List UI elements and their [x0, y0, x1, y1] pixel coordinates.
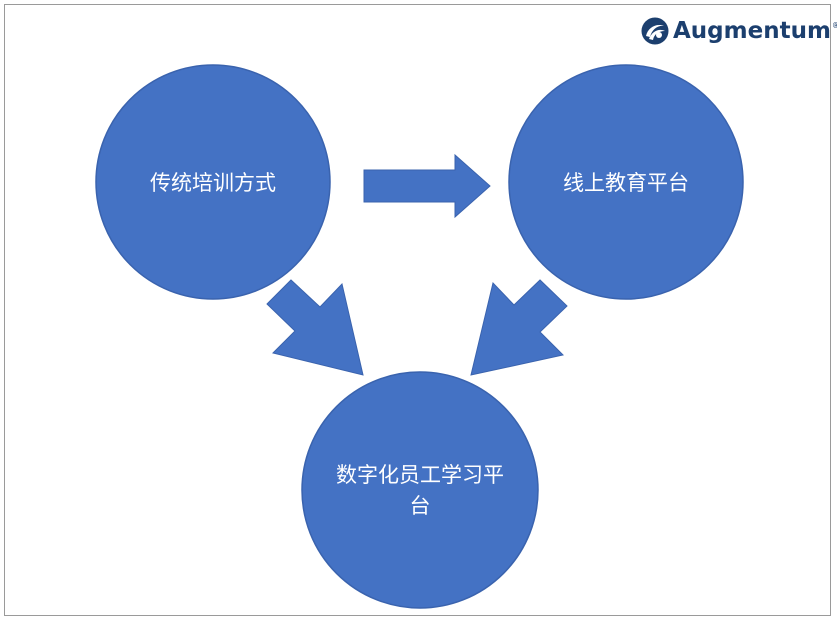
- label-traditional-training: 传统培训方式: [150, 171, 276, 195]
- node-traditional-training: [95, 64, 331, 300]
- registered-mark: ®: [831, 20, 837, 30]
- brand-logo: Augmentum ®: [640, 14, 837, 48]
- label-digital-employee-learning-platform: 数字化员工学习平台: [336, 463, 504, 518]
- arrow-traditional-to-online: [363, 153, 491, 219]
- node-digital-employee-learning-platform: [301, 371, 539, 609]
- arrow-online-to-digital: [470, 279, 568, 376]
- brand-name: Augmentum: [673, 18, 831, 44]
- label-online-education-platform: 线上教育平台: [563, 171, 689, 195]
- node-online-education-platform: [508, 64, 744, 300]
- augmentum-swirl-icon: [641, 17, 669, 45]
- arrow-traditional-to-digital: [266, 279, 364, 376]
